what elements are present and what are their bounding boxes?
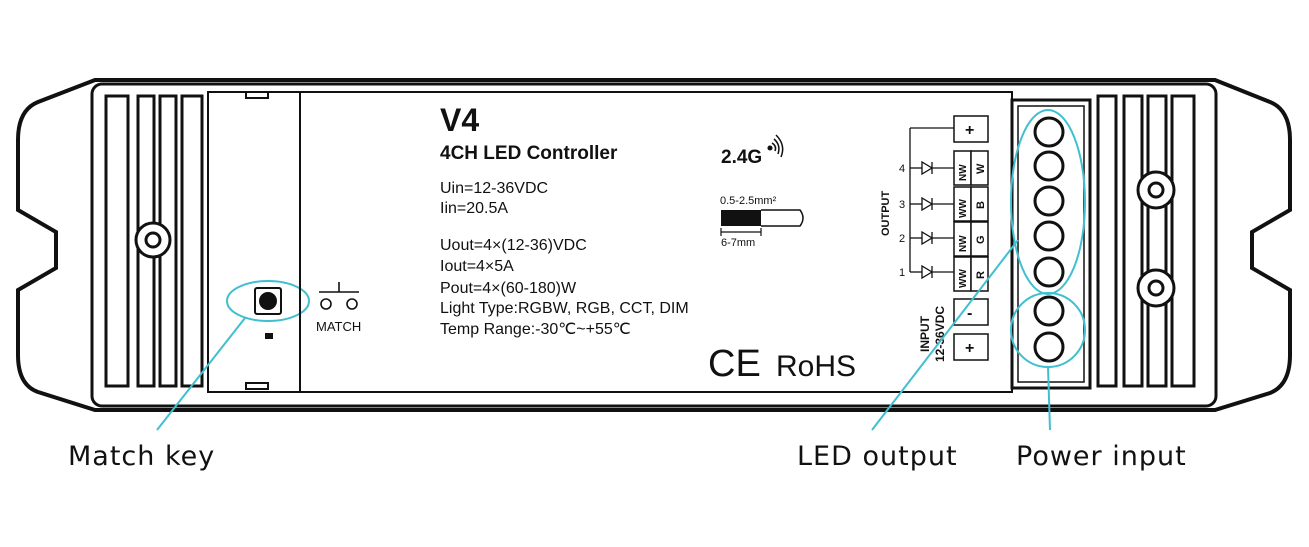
label-panel — [299, 91, 1013, 393]
switch-symbol — [319, 282, 359, 310]
channel-number-4: 4 — [899, 163, 905, 175]
channel-number-2: 2 — [899, 233, 905, 245]
left-mount-hole — [134, 221, 172, 259]
channel-number-1: 1 — [899, 267, 905, 279]
wire-gauge-label: 0.5-2.5mm² — [720, 195, 777, 207]
match-button[interactable] — [254, 287, 282, 339]
input-voltage-label: 12-36VDC — [933, 306, 947, 362]
terminal-screws — [1033, 116, 1065, 363]
terminal-block — [1010, 98, 1092, 390]
wireless-label: 2.4G — [721, 147, 762, 168]
channel-4-pin: W — [975, 163, 987, 174]
output-wiring — [909, 127, 954, 273]
wire-icon — [720, 209, 804, 236]
ce-mark: CE — [708, 343, 761, 385]
channel-1-pin: R — [975, 271, 987, 279]
led-output-leader — [871, 239, 1019, 431]
housing-outline — [16, 78, 1292, 412]
spec-temp-range: Temp Range:-30℃~+55℃ — [440, 321, 631, 338]
input-label: INPUT — [918, 315, 932, 352]
power-input-leader — [1047, 366, 1051, 431]
match-key-callout: Match key — [68, 441, 215, 472]
channel-2-led: NW — [958, 235, 969, 252]
led-symbols — [921, 160, 954, 280]
spec-light-type: Light Type:RGBW, RGB, CCT, DIM — [440, 300, 689, 317]
right-fins — [1096, 94, 1196, 388]
channel-1-led: WW — [958, 269, 969, 288]
channel-4-led: NW — [958, 164, 969, 181]
channel-number-3: 3 — [899, 199, 905, 211]
channel-3-led: WW — [958, 199, 969, 218]
product-description: 4CH LED Controller — [440, 143, 618, 164]
spec-iout: Iout=4×5A — [440, 258, 514, 275]
right-mount-hole-lower — [1136, 268, 1176, 308]
wireless-icon — [767, 134, 784, 158]
output-label: OUTPUT — [880, 191, 892, 237]
spec-pout: Pout=4×(60-180)W — [440, 280, 577, 297]
power-input-callout: Power input — [1016, 441, 1187, 472]
terminal-label-boxes — [953, 115, 989, 361]
input-plus-label: + — [965, 340, 974, 357]
model-name: V4 — [440, 102, 479, 138]
right-mount-hole-upper — [1136, 170, 1176, 210]
spec-uout: Uout=4×(12-36)VDC — [440, 237, 587, 254]
led-output-callout: LED output — [797, 441, 958, 472]
channel-2-pin: G — [975, 235, 987, 244]
match-key-highlight — [226, 280, 310, 322]
rohs-mark: RoHS — [776, 350, 856, 383]
match-label: MATCH — [316, 319, 361, 334]
housing-inner — [90, 82, 1218, 408]
spec-iin: Iin=20.5A — [440, 200, 508, 217]
strip-length-label: 6-7mm — [721, 237, 755, 249]
output-plus-label: + — [965, 122, 974, 139]
match-key-leader — [156, 317, 246, 431]
input-minus-label: - — [967, 305, 972, 322]
channel-3-pin: B — [975, 201, 987, 209]
spec-uin: Uin=12-36VDC — [440, 180, 548, 197]
